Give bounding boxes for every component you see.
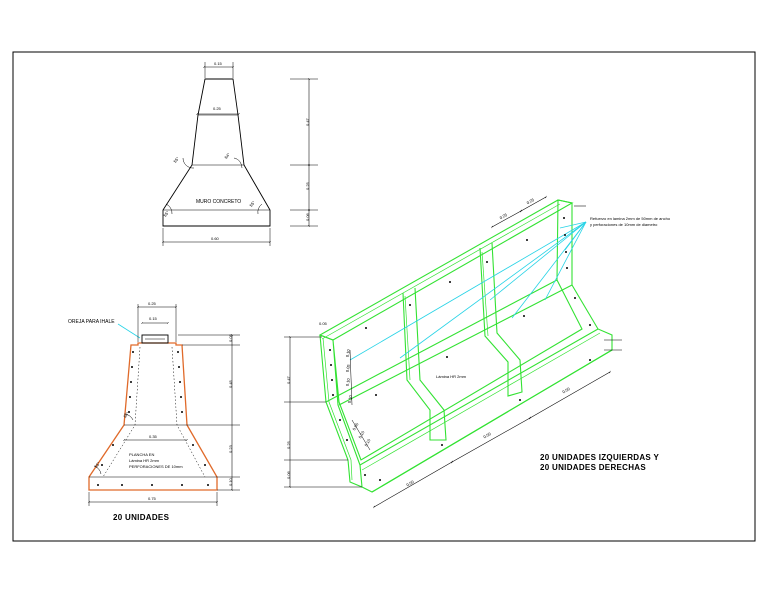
muro-outline <box>162 78 271 227</box>
muro-concreto-section: 55° 84° 55° 55° MURO CONCRETO 0.15 0.25 … <box>162 61 318 246</box>
dim-right-mid-label: 0.25 <box>305 181 310 190</box>
plancha-line2: Lámina HR 2mm <box>129 458 160 463</box>
iso-dim-inner-4: 0.10 <box>347 394 353 403</box>
iso-dim-inner-1: 0.10 <box>345 348 351 357</box>
refuerzo-note-line2: y perforaciones de 10mm de diametro <box>590 222 658 227</box>
reinforcement-leaders <box>349 221 587 361</box>
angle-bl-label: 55° <box>162 210 170 218</box>
dim-top-label: 0.25 <box>148 301 157 306</box>
dim-mid-label: 0.25 <box>213 106 222 111</box>
iso-caption-line1: 20 UNIDADES IZQUIERDAS Y <box>540 453 659 462</box>
plancha-section: 84° 55° PLANCHA EN Lámina HR 2mm PERFORA… <box>68 301 240 522</box>
lamina-label: Lámina HR 2mm <box>436 374 467 379</box>
iso-dim-left-top: 0.05 <box>319 321 328 326</box>
angle-low-label: 55° <box>93 461 101 469</box>
dim-right-mid-label: 0.23 <box>228 444 233 453</box>
dim-bottom-label: 0.75 <box>148 496 157 501</box>
dim-right-low-label: 0.06 <box>305 212 310 221</box>
muro-label: MURO CONCRETO <box>196 199 241 205</box>
isometric-view: Refuerzo en lamina 2mm de 50mm de ancho … <box>284 195 671 509</box>
plancha-line3: PERFORACIONES DE 10mm <box>129 464 183 469</box>
plancha-caption: 20 UNIDADES <box>113 513 170 522</box>
refuerzo-note-line1: Refuerzo en lamina 2mm de 50mm de ancho <box>590 216 671 221</box>
iso-dim-len-3: 0.50 <box>561 386 571 395</box>
iso-dim-left-upper: 0.47 <box>286 375 291 384</box>
dim-mid-label: 0.35 <box>149 434 158 439</box>
plancha-line1: PLANCHA EN <box>129 452 154 457</box>
iso-dim-inner-3: 0.10 <box>345 377 351 386</box>
angle-right-label: 84° <box>223 152 231 160</box>
iso-dim-inner-6: 0.10 <box>357 429 366 439</box>
dim-right-upper-label: 0.47 <box>305 117 310 126</box>
dim-bottom-label: 0.60 <box>211 236 220 241</box>
dim-inner-top-label: 0.15 <box>149 316 158 321</box>
iso-dim-inner-7: 0.10 <box>363 437 372 447</box>
iso-dim-top-b: 0.25 <box>526 197 536 206</box>
iso-dim-left-low: 0.06 <box>286 470 291 479</box>
drawing-frame <box>12 51 756 542</box>
dim-top-label: 0.15 <box>214 61 223 66</box>
angle-left-label: 55° <box>172 156 180 164</box>
dim-right-top-label: 0.05 <box>228 333 233 342</box>
iso-dim-len-1: 0.50 <box>405 479 415 488</box>
iso-dim-left-mid: 0.25 <box>286 440 291 449</box>
dim-right-upper-label: 0.45 <box>228 379 233 388</box>
plancha-bolts <box>97 351 209 486</box>
iso-caption-line2: 20 UNIDADES DERECHAS <box>540 463 646 472</box>
iso-dim-top-a: 0.25 <box>499 212 509 221</box>
oreja-label: OREJA PARA IHALE <box>68 319 115 325</box>
oreja-ihale <box>141 334 169 344</box>
dim-right-low-label: 0.10 <box>228 477 233 486</box>
angle-mid-label: 84° <box>122 411 130 419</box>
angle-br-label: 55° <box>248 200 256 208</box>
iso-dim-len-2: 0.50 <box>482 431 492 440</box>
iso-dim-inner-2: 0.05 <box>345 363 351 372</box>
